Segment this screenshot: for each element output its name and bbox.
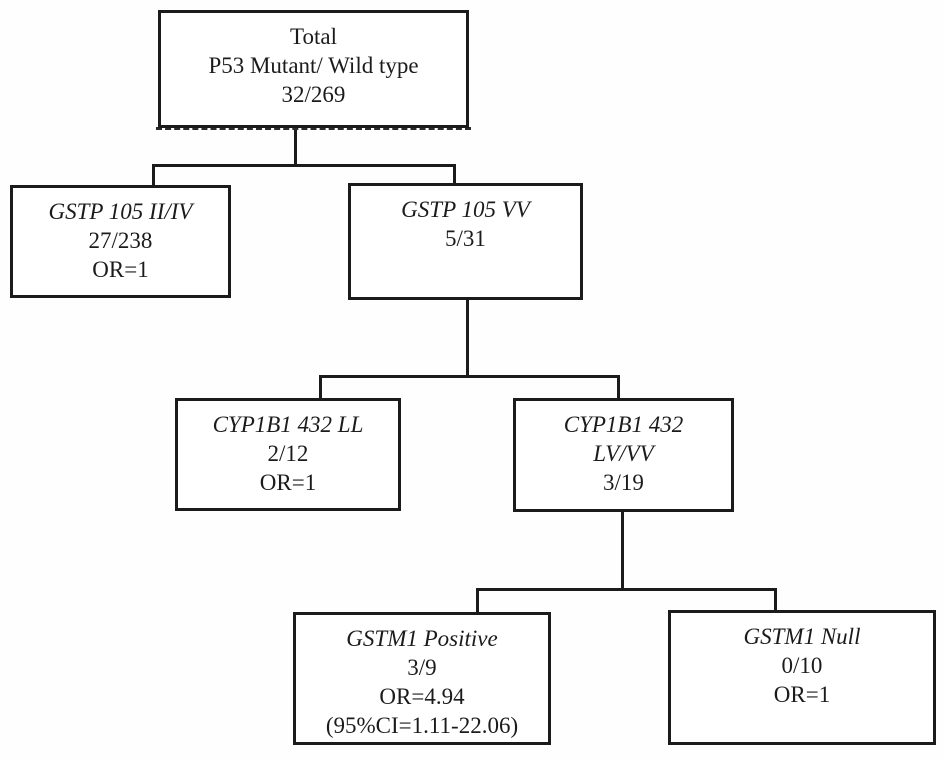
node-line: GSTM1 Null bbox=[743, 624, 861, 649]
node-total: Total P53 Mutant/ Wild type 32/269 bbox=[158, 10, 469, 128]
connector-cyplvvv-branch bbox=[476, 588, 777, 591]
node-line: GSTM1 Positive bbox=[346, 626, 498, 651]
connector-gstpvv-branch bbox=[319, 375, 620, 378]
node-line: 27/238 bbox=[88, 228, 153, 253]
node-line: 2/12 bbox=[267, 441, 309, 466]
connector-to-gstp-iiiv bbox=[152, 164, 155, 186]
connector-to-cyp-lvvv bbox=[617, 375, 620, 399]
node-line: CYP1B1 432 bbox=[563, 412, 684, 437]
node-line: 3/19 bbox=[603, 470, 644, 495]
connector-to-gstm1-pos bbox=[476, 588, 479, 613]
dashed-line bbox=[156, 127, 471, 130]
connector-total-branch bbox=[152, 164, 456, 167]
node-line: (95%CI=1.11-22.06) bbox=[325, 713, 519, 738]
connector-cyplvvv-stem bbox=[621, 512, 624, 590]
node-line: GSTP 105 VV bbox=[401, 197, 530, 222]
node-line: OR=1 bbox=[259, 470, 317, 495]
node-line: LV/VV bbox=[593, 441, 654, 466]
node-line: P53 Mutant/ Wild type bbox=[208, 53, 419, 78]
connector-to-cyp-ll bbox=[319, 375, 322, 399]
connector-to-gstm1-null bbox=[774, 588, 777, 611]
node-cyp1b1-432-ll: CYP1B1 432 LL 2/12 OR=1 bbox=[175, 398, 401, 511]
node-line: 3/9 bbox=[407, 655, 437, 680]
node-line: GSTP 105 II/IV bbox=[48, 199, 193, 224]
node-cyp1b1-432-lv-vv: CYP1B1 432 LV/VV 3/19 bbox=[513, 398, 734, 512]
node-line: Total bbox=[290, 24, 337, 49]
node-gstp-105-vv: GSTP 105 VV 5/31 bbox=[348, 183, 583, 300]
connector-gstpvv-stem bbox=[466, 300, 469, 378]
node-line: OR=1 bbox=[92, 257, 149, 282]
node-gstp-105-ii-iv: GSTP 105 II/IV 27/238 OR=1 bbox=[10, 185, 231, 298]
node-gstm1-null: GSTM1 Null 0/10 OR=1 bbox=[668, 610, 936, 745]
connector-total-stem bbox=[294, 128, 297, 166]
node-line: OR=4.94 bbox=[379, 684, 465, 709]
connector-to-gstp-vv bbox=[453, 164, 456, 184]
node-gstm1-positive: GSTM1 Positive 3/9 OR=4.94 (95%CI=1.11-2… bbox=[293, 612, 551, 745]
node-line: OR=1 bbox=[773, 682, 831, 707]
node-line: 32/269 bbox=[281, 82, 346, 107]
node-line: 0/10 bbox=[781, 653, 823, 678]
node-line: 5/31 bbox=[445, 226, 486, 251]
node-line: CYP1B1 432 LL bbox=[212, 412, 364, 437]
